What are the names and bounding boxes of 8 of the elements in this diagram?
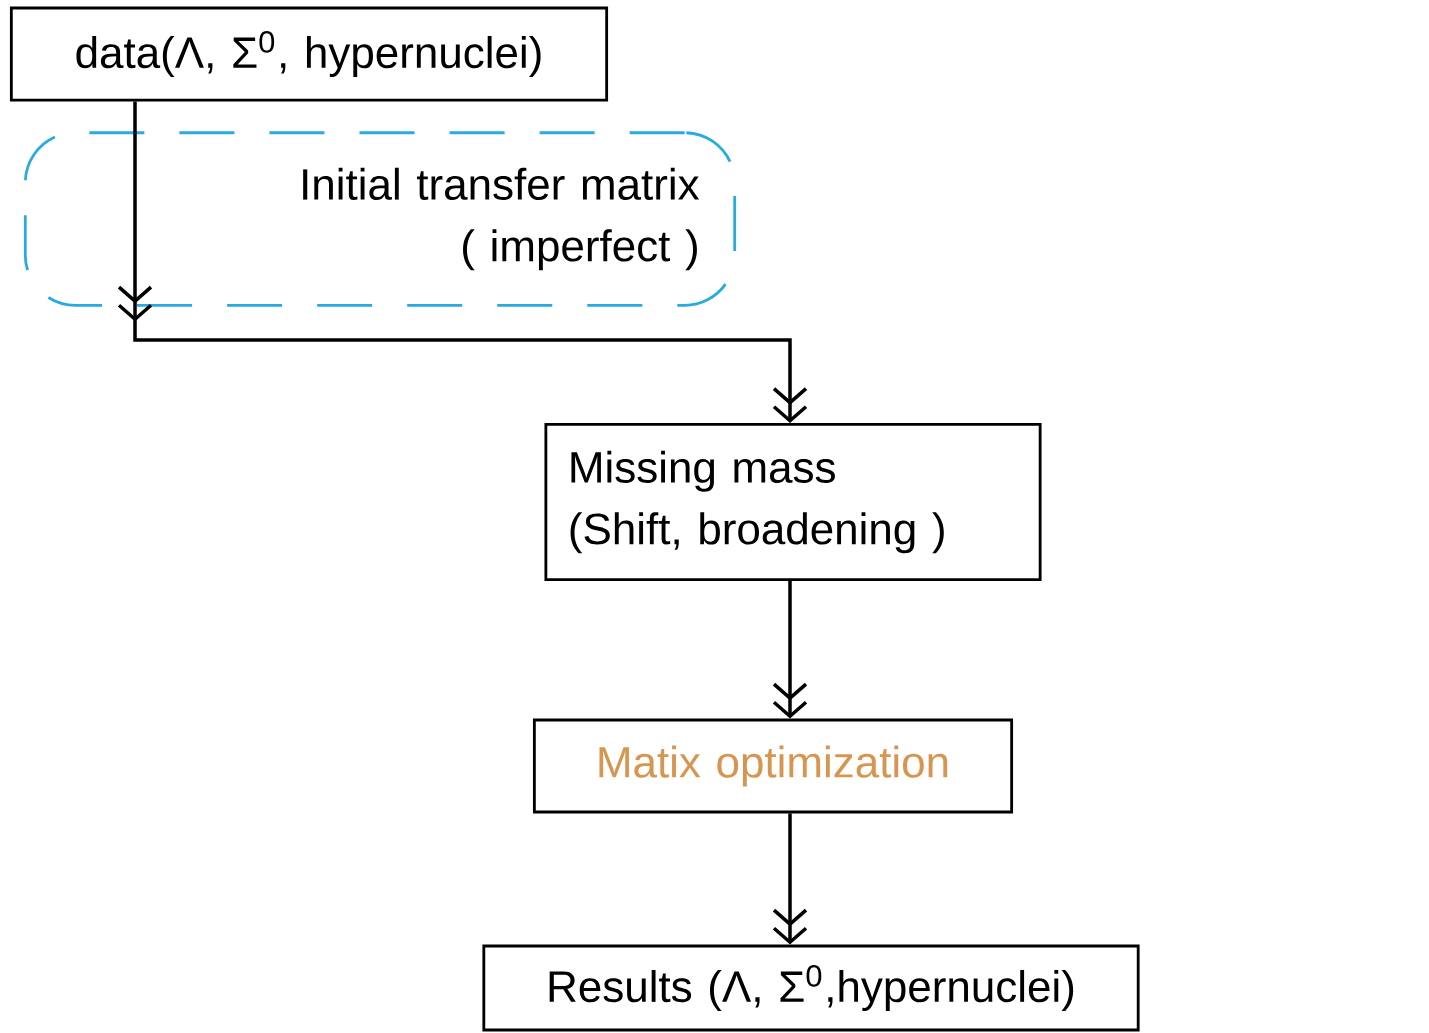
arrow: [772, 580, 808, 719]
arrow: [772, 813, 808, 945]
arrow: [117, 101, 808, 424]
process-box: data(Λ, Σ$^{0}$, hypernuclei): [9, 6, 609, 102]
process-box: Missing mass (Shift, broadening ): [544, 423, 1042, 581]
process-box: Results (Λ, Σ$^{0}$,hypernuclei): [482, 944, 1140, 1032]
dashed-rounded-box: Initial transfer matrix ( imperfect ): [23, 131, 737, 307]
process-box: Matix optimization: [532, 718, 1014, 814]
